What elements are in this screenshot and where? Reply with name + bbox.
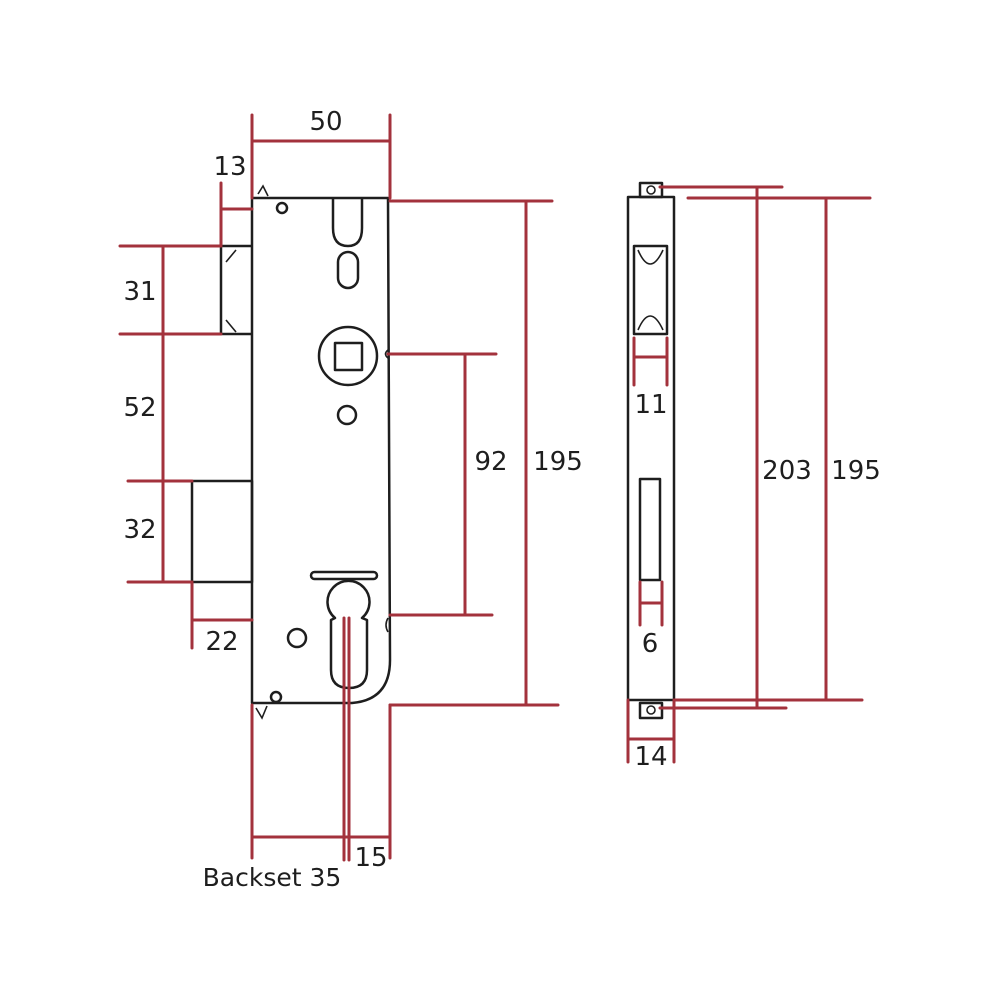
- label-body-height-front: 195: [533, 447, 583, 477]
- label-side-slot-top: 11: [634, 390, 667, 420]
- tab-screw-bottom: [646, 705, 656, 715]
- latch-curve-top: [637, 249, 664, 265]
- dead-bolt: [190, 479, 254, 584]
- side-dimensions: [626, 185, 872, 764]
- screw-hole-lower: [286, 627, 308, 649]
- oval-slot: [336, 250, 360, 290]
- label-faceplate-height: 203: [762, 456, 812, 486]
- label-deadbolt-height: 32: [123, 515, 156, 545]
- label-latch-height: 31: [123, 277, 156, 307]
- dimension-labels: 50 13 31 52 32 22 92 195 Backset 35 15 1…: [123, 107, 880, 892]
- front-view: [190, 184, 392, 720]
- lock-case: [250, 196, 392, 705]
- label-centre-distance: 92: [474, 447, 507, 477]
- latch-curve-bottom: [637, 315, 664, 331]
- latch-bevel-bottom: [225, 319, 237, 333]
- latch-bevel-top: [225, 249, 237, 263]
- label-side-slot-bottom: 6: [642, 629, 659, 659]
- label-cylinder-offset: 15: [354, 843, 387, 873]
- latch-bolt: [219, 244, 252, 336]
- tab-screw-top: [646, 185, 656, 195]
- faceplate-top-tab: [638, 181, 664, 199]
- label-front-width: 50: [309, 107, 342, 137]
- label-body-height-side: 195: [831, 456, 881, 486]
- corner-tab-bottom: [255, 705, 268, 720]
- top-slot: [331, 198, 364, 248]
- faceplate-bottom-tab: [638, 701, 664, 720]
- latch-opening: [632, 244, 669, 336]
- label-spindle-gap: 52: [123, 393, 156, 423]
- label-faceplate-width: 14: [634, 742, 667, 772]
- edge-bump: [384, 349, 389, 359]
- edge-bump-lower: [385, 617, 389, 633]
- rivet-bottom: [269, 690, 283, 704]
- front-dimensions: [118, 113, 560, 862]
- bolt-opening: [638, 477, 662, 582]
- spindle-hub: [317, 325, 379, 387]
- cylinder-profile: [326, 579, 371, 690]
- corner-tab-top: [257, 184, 269, 197]
- screw-hole-middle: [336, 404, 358, 426]
- label-backset: Backset 35: [203, 863, 342, 892]
- spindle-square: [333, 341, 364, 372]
- horizontal-slot: [309, 570, 379, 581]
- label-latch-offset: 13: [213, 152, 246, 182]
- side-view: [626, 181, 676, 720]
- rivet-top: [275, 201, 289, 215]
- label-deadbolt-throw: 22: [205, 627, 238, 657]
